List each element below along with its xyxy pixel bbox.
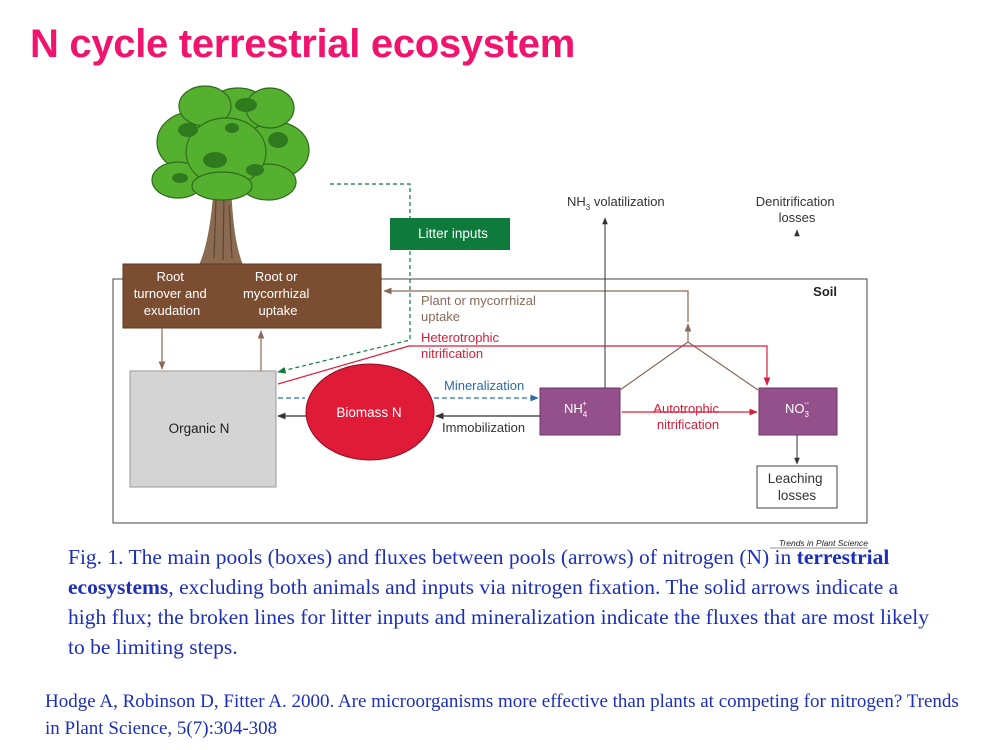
- litter-inputs-box: [390, 218, 510, 250]
- plant-uptake-line-1: Plant or mycorrhizal: [421, 293, 536, 308]
- soil-label: Soil: [813, 284, 837, 299]
- root-turnover-label: Root turnover and exudation: [134, 269, 211, 318]
- figure-caption: Fig. 1. The main pools (boxes) and fluxe…: [68, 542, 938, 662]
- nh4-label: NH4+: [564, 399, 588, 419]
- n-cycle-diagram: Soil Root turnover and: [112, 85, 868, 549]
- soil-boundary: [112, 278, 868, 524]
- litter-flux-arrow: [277, 183, 411, 374]
- heterotrophic-line-1: Heterotrophic: [421, 330, 500, 345]
- heterotrophic-nitrification-label: Heterotrophic nitrification: [421, 330, 503, 361]
- root-uptake-label: Root or mycorrhizal uptake: [243, 269, 313, 318]
- caption-rest: , excluding both animals and inputs via …: [68, 575, 929, 659]
- root-uptake-line-1: Root or: [255, 269, 298, 284]
- biomass-n-ellipse: [305, 363, 435, 461]
- root-uptake-line-3: uptake: [258, 303, 297, 318]
- no3-label: NO3−: [785, 398, 810, 419]
- root-turnover-line-2: turnover and: [134, 286, 207, 301]
- denitrification-line-2: losses: [779, 210, 816, 225]
- nh4-box: [539, 387, 621, 436]
- tree-icon: [151, 85, 310, 265]
- leaching-label: Leaching losses: [768, 471, 827, 503]
- root-turnover-line-1: Root: [156, 269, 184, 284]
- denitrification-label: Denitrification losses: [756, 194, 838, 225]
- nh3-volatilization-label: NH3 volatilization: [567, 194, 665, 212]
- caption-bold: terrestrial ecosystems: [68, 545, 890, 599]
- biomass-n-label: Biomass N: [336, 405, 401, 420]
- source-tag: Trends in Plant Science: [779, 538, 868, 548]
- organic-n-box: [129, 370, 277, 488]
- plant-uptake-label: Plant or mycorrhizal uptake: [421, 293, 540, 324]
- leaching-box: [756, 465, 838, 509]
- plant-uptake-arrow: [383, 287, 689, 322]
- citation: Hodge A, Robinson D, Fitter A. 2000. Are…: [45, 691, 959, 739]
- leaching-line-1: Leaching: [768, 471, 823, 486]
- autotrophic-line-1: Autotrophic: [653, 401, 719, 416]
- plant-uptake-line-2: uptake: [421, 309, 460, 324]
- leaching-line-2: losses: [778, 488, 817, 503]
- root-box: [122, 263, 382, 329]
- caption-lead: Fig. 1. The main pools (boxes) and fluxe…: [68, 545, 797, 569]
- mineralization-label: Mineralization: [444, 378, 524, 393]
- autotrophic-nitrification-label: Autotrophic nitrification: [653, 401, 722, 432]
- heterotrophic-line-2: nitrification: [421, 346, 483, 361]
- denitrification-line-1: Denitrification: [756, 194, 835, 209]
- no3-box: [758, 387, 838, 436]
- immobilization-label: Immobilization: [442, 420, 525, 435]
- autotrophic-line-2: nitrification: [657, 417, 719, 432]
- nh4-no3-split: [619, 341, 759, 391]
- litter-inputs-label: Litter inputs: [418, 226, 488, 241]
- root-turnover-line-3: exudation: [144, 303, 200, 318]
- organic-n-label: Organic N: [169, 421, 230, 436]
- slide-title: N cycle terrestrial ecosystem: [30, 22, 575, 66]
- root-uptake-line-2: mycorrhizal: [243, 286, 310, 301]
- heterotrophic-nitrification-arrow: [277, 345, 771, 386]
